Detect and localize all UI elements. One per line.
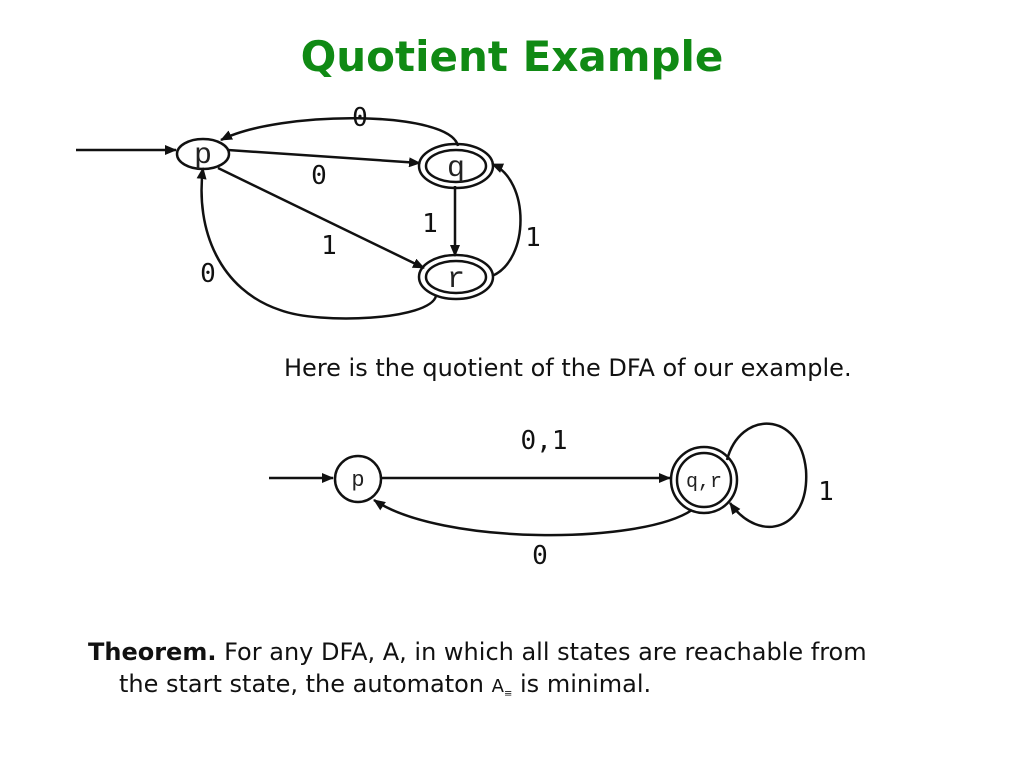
label-p-to-q: 0 [311,161,327,191]
theorem-line1: For any DFA, A, in which all states are … [224,638,867,666]
caption: Here is the quotient of the DFA of our e… [284,354,852,382]
state-p-label: p [194,139,212,173]
state-q-outer [417,142,495,190]
state-qr-outer [669,445,739,515]
state-p2-label: p [351,468,364,493]
state-p2 [333,454,383,504]
state-p [175,137,231,171]
automaton-symbol-letter: A [491,676,504,697]
label-q-to-r: 1 [422,209,438,239]
automaton-symbol: A≡ [491,676,513,700]
edge-p-to-q [227,148,421,168]
label-p-to-qr: 0,1 [521,426,568,456]
state-qr [675,451,733,509]
dfa-quotient [269,422,808,537]
state-r [424,259,488,295]
theorem-line2: the start state, the automaton A≡ is min… [88,668,968,711]
state-q [424,148,488,184]
label-qr-loop: 1 [818,477,834,507]
theorem-text: Theorem. For any DFA, A, in which all st… [88,636,968,711]
state-q-label: q [447,152,465,186]
edge-p-to-r [217,166,425,270]
label-r-to-q: 1 [525,223,541,253]
edge-r-to-q [491,162,522,278]
edge-qr-to-p [373,498,693,537]
state-r-label: r [447,263,465,297]
state-r-outer [417,253,495,301]
label-qr-to-p: 0 [532,541,548,571]
page-title: Quotient Example [300,32,724,81]
theorem-heading: Theorem. [88,638,217,666]
theorem-line2-post: is minimal. [520,670,652,698]
edge-q-to-p [220,116,460,147]
theorem-line2-pre: the start state, the automaton [119,670,485,698]
label-q-to-p: 0 [352,103,368,133]
dfa-original [76,116,522,320]
automaton-symbol-subscript: ≡ [503,688,513,700]
edge-qr-loop [725,422,808,529]
state-qr-label: q,r [686,471,722,494]
label-p-to-r: 1 [321,231,337,261]
label-r-to-p: 0 [200,259,216,289]
edge-r-to-p [196,167,438,320]
